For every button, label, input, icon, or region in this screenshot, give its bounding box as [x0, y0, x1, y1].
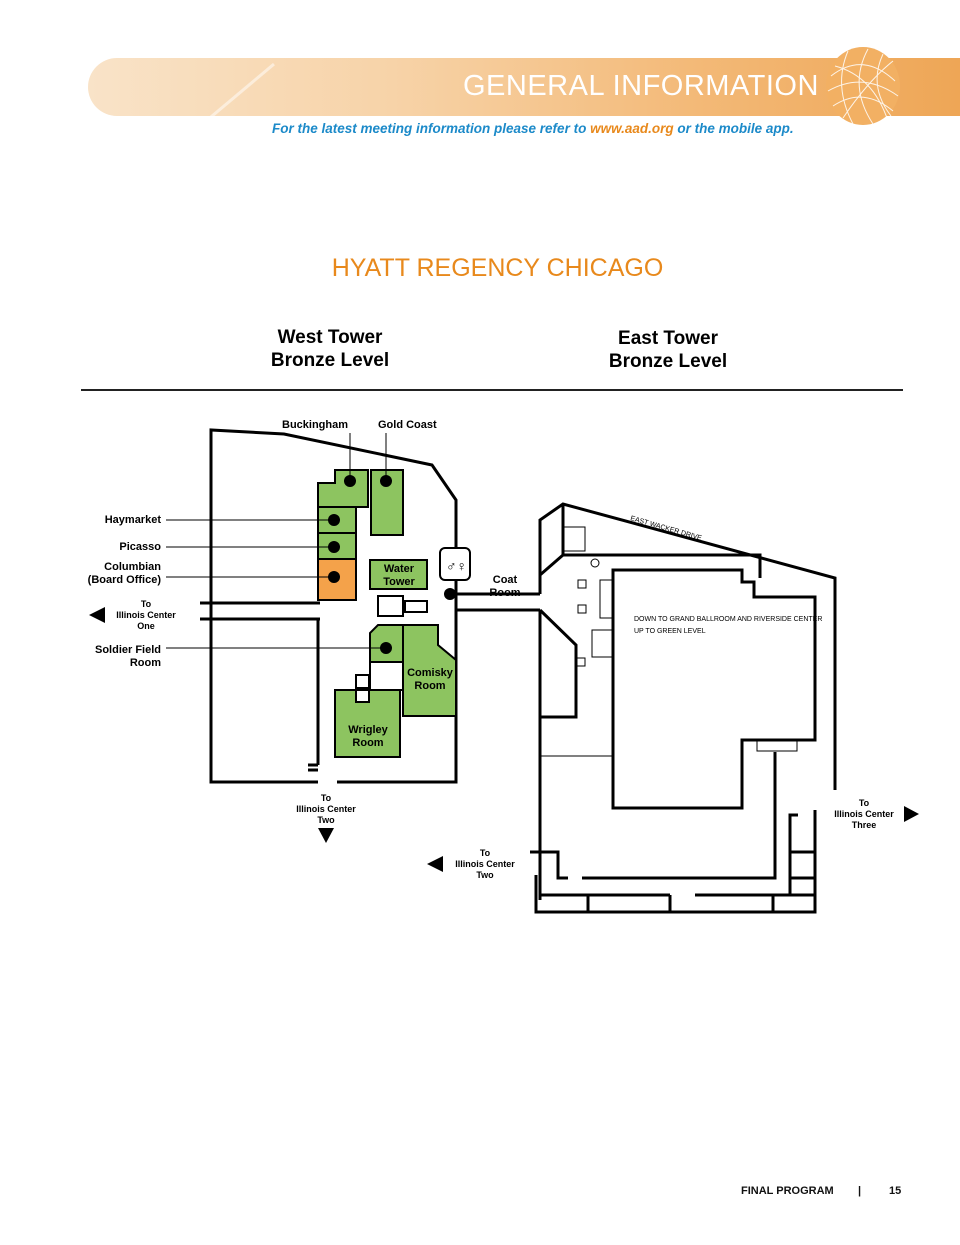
- label-water: Water: [384, 563, 415, 575]
- arrow-down-icon: [318, 828, 334, 843]
- arrow-left-icon: [427, 856, 443, 872]
- exit-illinois-center-one[interactable]: To Illinois Center One: [89, 599, 176, 631]
- label-soldier-field-room: Room: [130, 657, 161, 669]
- label-board-office: (Board Office): [88, 574, 162, 586]
- street-label: EAST WACKER DRIVE: [629, 515, 702, 542]
- notice-text-suffix: or the mobile app.: [677, 121, 794, 136]
- exit-text: Two: [317, 815, 335, 825]
- east-tower-walls: [530, 502, 837, 914]
- room-picasso[interactable]: [317, 532, 357, 560]
- exit-text: To: [141, 599, 152, 609]
- leader-lines: [166, 433, 387, 649]
- footer-separator: |: [858, 1185, 862, 1197]
- label-picasso: Picasso: [119, 541, 161, 553]
- label-gold-coast: Gold Coast: [378, 419, 437, 431]
- east-tower-heading: East Tower Bronze Level: [588, 327, 748, 373]
- label-wrigley-room: Room: [352, 737, 383, 749]
- exit-illinois-center-two-east[interactable]: To Illinois Center Two: [427, 848, 515, 880]
- west-tower-level: Bronze Level: [270, 350, 390, 371]
- room-comisky[interactable]: [402, 624, 457, 717]
- east-tower-level: Bronze Level: [608, 351, 728, 372]
- page-number: 15: [889, 1185, 902, 1197]
- divider: [81, 389, 903, 391]
- exit-text: Illinois Center: [116, 610, 176, 620]
- arrow-right-icon: [904, 806, 919, 822]
- label-soldier-field: Soldier Field: [95, 644, 161, 656]
- label-columbian: Columbian: [104, 561, 161, 573]
- exit-text: To: [859, 798, 870, 808]
- exit-text: One: [137, 621, 155, 631]
- west-tower-name: West Tower: [277, 327, 383, 348]
- exit-text: Illinois Center: [296, 804, 356, 814]
- exit-text: To: [480, 848, 491, 858]
- footer-program: FINAL PROGRAM: [741, 1185, 834, 1197]
- notice-text: For the latest meeting information pleas…: [272, 121, 587, 136]
- label-comisky: Comisky: [407, 667, 454, 679]
- exit-illinois-center-two-west[interactable]: To Illinois Center Two: [296, 793, 356, 843]
- west-tower-heading: West Tower Bronze Level: [250, 326, 410, 372]
- west-rooms: [317, 469, 471, 758]
- label-comisky-room: Room: [414, 680, 445, 692]
- east-tower-name: East Tower: [618, 328, 718, 349]
- east-details: [540, 526, 798, 757]
- label-haymarket: Haymarket: [105, 514, 162, 526]
- label-tower: Tower: [383, 576, 415, 588]
- svg-text:♂♀: ♂♀: [446, 558, 467, 574]
- meeting-info-notice: For the latest meeting information pleas…: [272, 121, 794, 136]
- room-buckingham[interactable]: [317, 469, 369, 508]
- globe-logo-icon: [826, 47, 900, 125]
- exit-text: Two: [476, 870, 494, 880]
- exit-text: Three: [852, 820, 877, 830]
- label-wrigley: Wrigley: [348, 724, 388, 736]
- room-water-tower[interactable]: [369, 559, 428, 590]
- exit-text: To: [321, 793, 332, 803]
- label-coat-room: Room: [489, 587, 520, 599]
- exit-illinois-center-three[interactable]: To Illinois Center Three: [834, 798, 919, 830]
- west-tower-walls: [200, 428, 540, 784]
- exit-text: Illinois Center: [455, 859, 515, 869]
- restroom-icon: [439, 547, 471, 581]
- note-down-ballroom: DOWN TO GRAND BALLROOM AND RIVERSIDE CEN…: [634, 616, 822, 623]
- page-title: HYATT REGENCY CHICAGO: [331, 254, 664, 282]
- label-coat: Coat: [493, 574, 518, 586]
- section-banner: [88, 58, 960, 116]
- aad-link[interactable]: www.aad.org: [590, 121, 674, 136]
- exit-text: Illinois Center: [834, 809, 894, 819]
- section-title: GENERAL INFORMATION: [463, 70, 819, 102]
- note-up-green: UP TO GREEN LEVEL: [634, 628, 706, 635]
- room-columbian[interactable]: [317, 558, 357, 601]
- label-buckingham: Buckingham: [282, 419, 348, 431]
- arrow-left-icon: [89, 607, 105, 623]
